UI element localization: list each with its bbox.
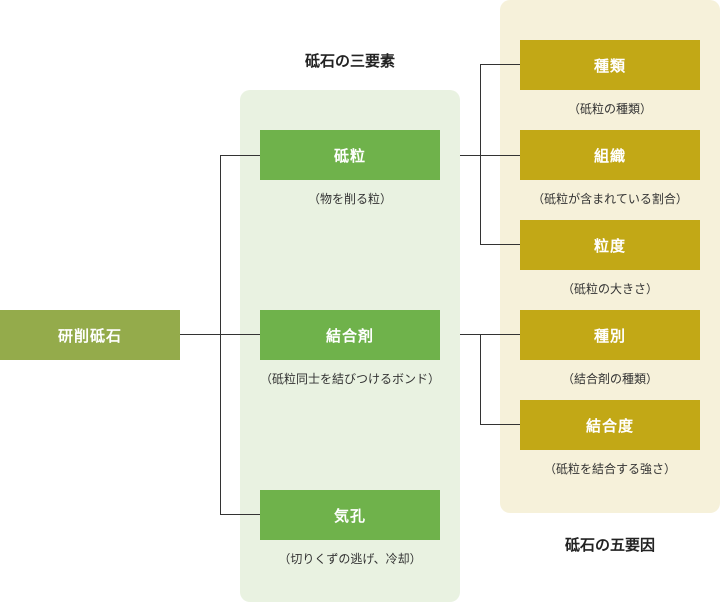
factor-box-grade: 結合度	[520, 400, 700, 450]
element-label: 結合剤	[325, 326, 374, 345]
root-box-label: 研削砥石	[57, 326, 122, 345]
connector-trunk-left	[220, 155, 221, 515]
element-box-bond: 結合剤	[260, 310, 440, 360]
factor-caption-bond-type: （結合剤の種類）	[561, 372, 658, 386]
connector-to-grain	[220, 155, 260, 156]
factor-label: 結合度	[585, 416, 634, 435]
element-box-pore: 気孔	[260, 490, 440, 540]
factor-box-grit-size: 粒度	[520, 220, 700, 270]
factor-caption-grade: （砥粒を結合する強さ）	[543, 462, 676, 476]
factor-box-bond-type: 種別	[520, 310, 700, 360]
factor-label: 種類	[593, 56, 626, 75]
connector-trunk-grain	[480, 64, 481, 245]
root-box-grinding-wheel: 研削砥石	[0, 310, 180, 360]
three-elements-title: 砥石の三要素	[304, 52, 395, 70]
connector-bond-out	[460, 334, 520, 335]
factor-label: 組織	[593, 146, 626, 165]
connector-to-pore	[220, 514, 260, 515]
factor-box-structure: 組織	[520, 130, 700, 180]
element-label: 砥粒	[333, 146, 366, 165]
connector-to-grade	[480, 424, 520, 425]
connector-grain-out	[460, 155, 520, 156]
factor-caption-grit-size: （砥粒の大きさ）	[561, 282, 658, 296]
factor-caption-kind: （砥粒の種類）	[567, 102, 652, 116]
connector-to-bond	[220, 334, 260, 335]
connector-to-kind	[480, 64, 520, 65]
factor-box-kind: 種類	[520, 40, 700, 90]
element-caption-bond: （砥粒同士を結びつけるボンド）	[259, 372, 440, 386]
element-caption-grain: （物を削る粒）	[307, 192, 392, 206]
factor-caption-structure: （砥粒が含まれている割合）	[532, 192, 688, 206]
factor-label: 粒度	[593, 236, 626, 255]
factor-label: 種別	[593, 326, 626, 345]
element-label: 気孔	[333, 506, 366, 525]
element-caption-pore: （切りくずの逃げ、冷却）	[278, 552, 422, 566]
five-factors-title: 砥石の五要因	[564, 536, 655, 554]
connector-root	[180, 334, 220, 335]
element-box-grain: 砥粒	[260, 130, 440, 180]
connector-to-size	[480, 244, 520, 245]
connector-trunk-bond	[480, 334, 481, 425]
